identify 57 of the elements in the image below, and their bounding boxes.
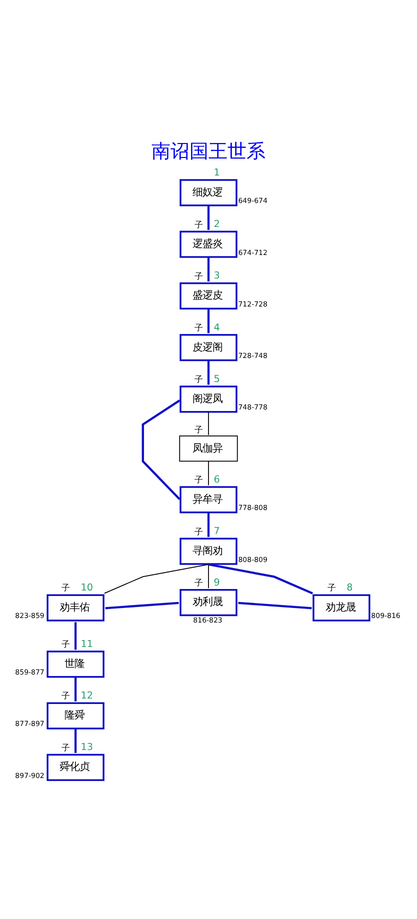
node-box: 劝丰佑 bbox=[46, 594, 104, 622]
node-label: 4 bbox=[214, 322, 220, 334]
node-label: 子 bbox=[194, 578, 204, 588]
node-box: 盛逻皮 bbox=[180, 282, 238, 310]
node-label: 子 bbox=[62, 743, 71, 754]
connector bbox=[207, 257, 210, 282]
node-label: 子 bbox=[194, 220, 204, 230]
connector bbox=[208, 564, 209, 589]
node-box: 劝龙晟 bbox=[312, 594, 370, 622]
node-box: 细奴逻 bbox=[180, 179, 238, 206]
node-label: 子 bbox=[194, 425, 204, 436]
node-label: 子 bbox=[62, 692, 71, 702]
node-label: 子 bbox=[194, 272, 204, 282]
node-box: 逻盛炎 bbox=[180, 230, 238, 258]
diagram-title: 南诏国王世系 bbox=[152, 139, 266, 162]
connector bbox=[104, 564, 209, 594]
connector bbox=[142, 400, 180, 500]
connector bbox=[208, 563, 314, 594]
connector bbox=[74, 677, 77, 702]
node-label: 12 bbox=[80, 690, 94, 702]
node-box: 隆舜 bbox=[46, 702, 104, 730]
node-box: 凤伽异 bbox=[179, 435, 238, 462]
node-label: 11 bbox=[80, 638, 94, 650]
connector bbox=[207, 309, 210, 334]
node-box: 舜化贞 bbox=[46, 754, 104, 781]
connector bbox=[207, 206, 210, 230]
node-box: 阁逻凤 bbox=[180, 386, 238, 413]
node-label: 子 bbox=[327, 584, 336, 594]
connector bbox=[207, 360, 210, 385]
node-label: 8 bbox=[346, 582, 353, 594]
node-box: 劝利晟 bbox=[180, 588, 238, 616]
connector bbox=[105, 602, 179, 610]
node-label: 5 bbox=[214, 374, 220, 385]
node-label: 10 bbox=[80, 582, 94, 594]
connector bbox=[74, 728, 77, 753]
node-label: 子 bbox=[194, 375, 204, 386]
connector bbox=[207, 512, 210, 537]
node-label: 7 bbox=[214, 526, 220, 538]
node-box: 异牟寻 bbox=[180, 486, 238, 514]
node-label: 子 bbox=[194, 476, 204, 486]
node-label: 9 bbox=[214, 577, 220, 588]
connector bbox=[74, 622, 77, 650]
node-label: 子 bbox=[62, 640, 71, 650]
connector bbox=[208, 460, 209, 486]
node-box: 皮逻阁 bbox=[180, 334, 238, 362]
node-label: 1 bbox=[214, 167, 220, 178]
node-box: 寻阁劝 bbox=[180, 538, 238, 565]
connector bbox=[208, 412, 209, 436]
node-label: 13 bbox=[80, 742, 94, 754]
node-label: 子 bbox=[62, 584, 71, 594]
node-label: 3 bbox=[214, 270, 220, 282]
node-box: 世隆 bbox=[46, 650, 104, 678]
node-label: 子 bbox=[194, 527, 204, 538]
node-label: 子 bbox=[194, 323, 204, 334]
node-label: 6 bbox=[214, 474, 220, 486]
node-label: 2 bbox=[214, 219, 220, 230]
connector bbox=[238, 602, 312, 610]
